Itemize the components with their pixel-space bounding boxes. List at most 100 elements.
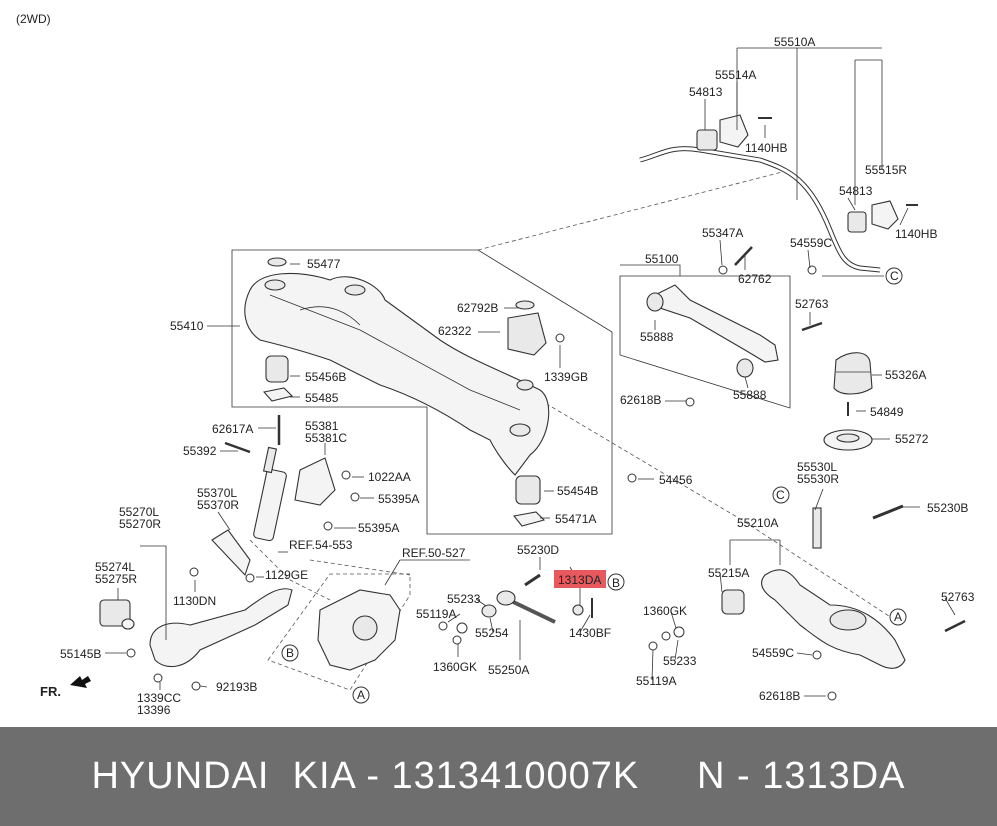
label-55270r: 55270R: [119, 517, 161, 531]
callout-a-circle: [352, 686, 370, 704]
label-54559c: 54559C: [752, 646, 794, 660]
washer-55233: [456, 622, 468, 634]
callout-b-circle: [607, 573, 625, 591]
label-1360gk: 1360GK: [433, 660, 477, 674]
label-13396: 13396: [137, 703, 171, 717]
bracket-62322: [507, 312, 547, 356]
washer-62792b: [515, 300, 535, 310]
knuckle-bore: [352, 615, 378, 641]
knuckle-ref-box: [267, 573, 411, 691]
callout-c-circle: [885, 267, 903, 285]
washer-62762: [718, 265, 728, 275]
label-1140hb: 1140HB: [745, 141, 787, 155]
stabilizer-link-55530: [812, 507, 822, 549]
nut-55119a: [648, 641, 658, 651]
label-55347a: 55347A: [702, 226, 743, 240]
subframe-mount-hole: [509, 423, 531, 437]
label-55410: 55410: [170, 319, 204, 333]
label-55230b: 55230B: [927, 501, 968, 515]
label-55530l: 55530L: [797, 460, 837, 474]
label-55514a: 55514A: [715, 68, 756, 82]
callout-a-circle: [889, 608, 907, 626]
label-55272: 55272: [895, 432, 929, 446]
nut-1022aa: [341, 470, 351, 480]
bolt-92193b: [191, 681, 201, 691]
bolt-55145b: [126, 648, 136, 658]
stab-bracket-1: [719, 114, 749, 148]
leader-dash: [309, 559, 411, 576]
ref-54-553: REF.54-553: [289, 538, 353, 552]
bolt-1339gb: [555, 333, 565, 343]
label-54559c: 54559C: [790, 236, 832, 250]
label-52763: 52763: [795, 297, 829, 311]
label-55485: 55485: [305, 391, 339, 405]
label-55270l: 55270L: [119, 505, 159, 519]
variant-label: (2WD): [16, 12, 51, 26]
label-55471a: 55471A: [555, 512, 596, 526]
label-54849: 54849: [870, 405, 904, 419]
leader-dash: [539, 399, 896, 621]
label-55456b: 55456B: [305, 370, 346, 384]
label-55119a: 55119A: [416, 607, 456, 621]
nut-62618b: [685, 397, 695, 407]
callout-c-circle: [772, 486, 790, 504]
label-55100: 55100: [645, 252, 679, 266]
label-62618b: 62618B: [620, 393, 661, 407]
bushing-55215a: [721, 589, 745, 615]
labels: (2WD) 55510A 55514A 54813 1140HB 55515R …: [16, 12, 975, 717]
bolt-55230b: [872, 504, 904, 520]
bushing-55254: [481, 604, 497, 618]
front-label: FR.: [40, 684, 61, 699]
label-62322: 62322: [438, 324, 472, 338]
label-1129ge: 1129GE: [265, 568, 308, 582]
label-1022aa: 1022AA: [368, 470, 411, 484]
label-62762: 62762: [738, 272, 772, 286]
label-62617a: 62617A: [212, 422, 253, 436]
ref-50-527: REF.50-527: [402, 546, 466, 560]
subframe-edge: [299, 306, 361, 326]
bolt-1130dn: [189, 567, 199, 577]
label-62618b: 62618B: [759, 689, 800, 703]
nut-1313da: [572, 604, 584, 616]
nut-54559c: [807, 265, 817, 275]
callout-b-circle: [281, 644, 299, 662]
upper-arm: [654, 284, 779, 363]
callout-c: C: [776, 488, 785, 502]
front-arrow-icon: [70, 676, 91, 688]
label-55381c: 55381C: [305, 431, 347, 445]
subframe-group-box: [231, 249, 613, 535]
leader-dash: [249, 539, 331, 601]
label-55392: 55392: [183, 444, 217, 458]
label-1313da: 1313DA: [558, 573, 601, 587]
label-55395a: 55395A: [358, 521, 399, 535]
washer-55477: [267, 257, 287, 267]
label-55250a: 55250A: [488, 663, 529, 677]
spring-seat-inner: [836, 433, 860, 443]
callout-c: C: [890, 269, 899, 283]
subframe-edge: [269, 294, 521, 411]
highlight-box: [554, 570, 606, 588]
label-55510a: 55510A: [774, 35, 815, 49]
link-end: [496, 590, 516, 606]
nut-55119a: [438, 621, 448, 631]
leader-dash: [477, 169, 791, 251]
bump-stopper-55326a: [833, 352, 873, 395]
label-92193b: 92193B: [216, 680, 257, 694]
spring-pad-55370: [211, 529, 251, 577]
label-55515r: 55515R: [865, 163, 907, 177]
bolt-55347a: [734, 246, 753, 266]
bolt-55395a: [350, 492, 360, 502]
callout-a: A: [357, 688, 365, 702]
label-55210a: 55210A: [737, 516, 778, 530]
subframe-mount-hole: [516, 379, 534, 391]
stabilizer-bar-shine: [639, 147, 881, 272]
label-55454b: 55454B: [557, 484, 598, 498]
bolt-52763: [801, 321, 823, 332]
label-55233: 55233: [447, 592, 481, 606]
label-62792b: 62792B: [457, 301, 498, 315]
trailing-arm-55270: [149, 588, 293, 668]
label-55370r: 55370R: [197, 498, 239, 512]
stopper-55485: [262, 387, 294, 402]
label-54813: 54813: [839, 184, 873, 198]
label-55530r: 55530R: [797, 472, 839, 486]
